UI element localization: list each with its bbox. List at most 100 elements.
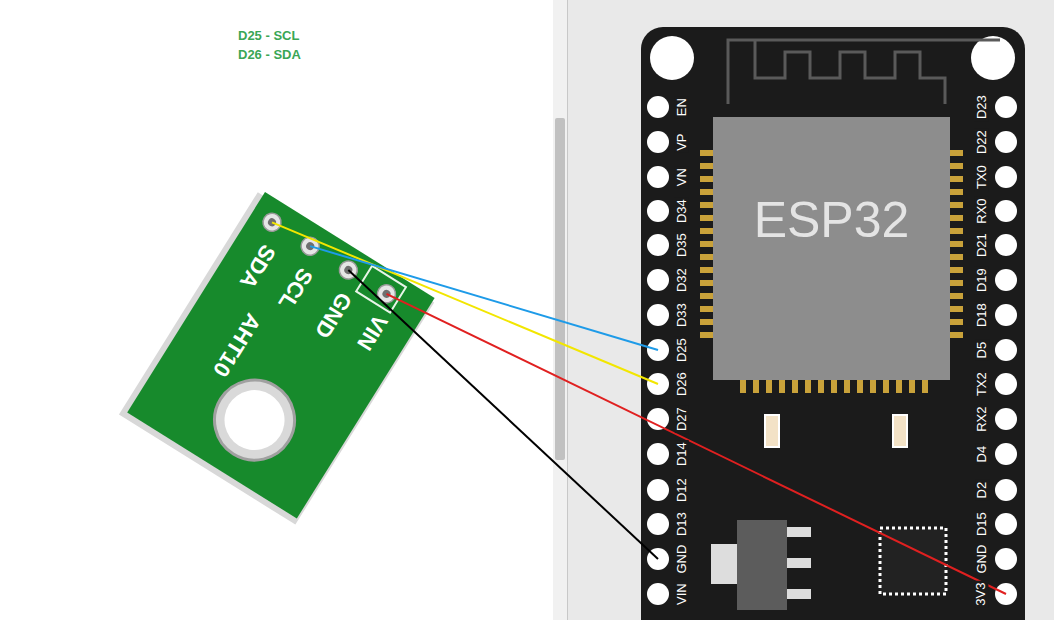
module-pad [950, 280, 963, 286]
pad-hole [305, 241, 316, 252]
pin-label: D33 [675, 301, 689, 329]
chip-label: ESP32 [754, 193, 910, 248]
pin-label: D27 [675, 405, 689, 433]
module-pad [753, 380, 759, 393]
regulator-pin [787, 527, 811, 537]
header-pin [647, 200, 669, 222]
board-face [127, 192, 434, 518]
module-pad [700, 306, 713, 312]
led [893, 415, 907, 447]
esp32-board [641, 27, 1025, 620]
pin-label: TX0 [975, 163, 989, 191]
pin-label: SDA [234, 240, 279, 292]
pin-label: VP [675, 131, 689, 152]
scrollbar-thumb [555, 118, 565, 460]
module-pad [700, 176, 713, 182]
module-pad [950, 176, 963, 182]
pin-label: D12 [675, 476, 689, 504]
header-pin [647, 304, 669, 326]
pin-mapping-note: D26 - SDA [238, 48, 301, 62]
module-pad [922, 380, 928, 393]
header-pin [647, 513, 669, 535]
mounting-hole [971, 36, 1015, 80]
pin-label: D19 [975, 266, 989, 294]
module-pad [700, 332, 713, 338]
module-pad [950, 215, 963, 221]
module-pad [700, 215, 713, 221]
header-pin [995, 131, 1017, 153]
header-pin [647, 408, 669, 430]
header-pin [995, 96, 1017, 118]
pin-label: D5 [975, 340, 989, 361]
header-pin [647, 443, 669, 465]
header-pin [995, 200, 1017, 222]
panel-divider [567, 0, 568, 620]
pin-label: D15 [975, 510, 989, 538]
scrollbar [553, 0, 567, 620]
pin-label: RX2 [975, 404, 989, 433]
module-pad [740, 380, 746, 393]
pad-hole [266, 217, 277, 228]
header-pin [995, 304, 1017, 326]
pin-label: D14 [675, 440, 689, 468]
pin-label: D21 [975, 231, 989, 259]
module-pad [700, 189, 713, 195]
pin-label: TX2 [975, 370, 989, 398]
regulator-pin [787, 558, 811, 568]
pin-label: D25 [675, 336, 689, 364]
module-pad [818, 380, 824, 393]
esp32-chip: ESP32 [713, 117, 950, 380]
module-pad [950, 150, 963, 156]
module-pad [700, 319, 713, 325]
pin-label: D32 [675, 266, 689, 294]
module-pad [700, 280, 713, 286]
pin-label: RX0 [975, 196, 989, 225]
header-pin [995, 166, 1017, 188]
module-pad [700, 228, 713, 234]
pin-label: D13 [675, 510, 689, 538]
module-pad [950, 267, 963, 273]
pin-label: D4 [975, 444, 989, 465]
module-pad [700, 163, 713, 169]
header-pin [647, 96, 669, 118]
sensor-board [119, 189, 436, 525]
antenna-trace [728, 40, 1000, 104]
header-pin [647, 131, 669, 153]
module-pad [909, 380, 915, 393]
header-pin [647, 166, 669, 188]
pin-label: D23 [975, 93, 989, 121]
module-can [713, 117, 950, 380]
header-pin [995, 269, 1017, 291]
pin-label: D26 [675, 370, 689, 398]
mounting-hole [650, 36, 694, 80]
board-edge [119, 192, 434, 524]
jumper-wire [272, 222, 658, 384]
header-pin [995, 408, 1017, 430]
pin-label: SCL [273, 264, 317, 314]
module-pad [950, 202, 963, 208]
regulator-pin [787, 589, 811, 599]
header-pin [647, 269, 669, 291]
led [765, 415, 779, 447]
header-pin [995, 513, 1017, 535]
module-pad [792, 380, 798, 393]
module-pad [766, 380, 772, 393]
module-pad [950, 228, 963, 234]
pin-label: VN [675, 166, 689, 188]
module-pad [831, 380, 837, 393]
header-pin [995, 373, 1017, 395]
pin-label: GND [675, 543, 689, 576]
module-pad [700, 241, 713, 247]
module-pad [857, 380, 863, 393]
pin-label: AHT10 [208, 309, 265, 381]
header-pin [995, 234, 1017, 256]
pin-label: D18 [975, 301, 989, 329]
header-pin [647, 479, 669, 501]
pin-label: VIN [675, 581, 689, 607]
module-pad [883, 380, 889, 393]
header-pin [647, 583, 669, 605]
header-pin [995, 548, 1017, 570]
pin-label: D2 [975, 480, 989, 501]
pin-label: D22 [975, 128, 989, 156]
